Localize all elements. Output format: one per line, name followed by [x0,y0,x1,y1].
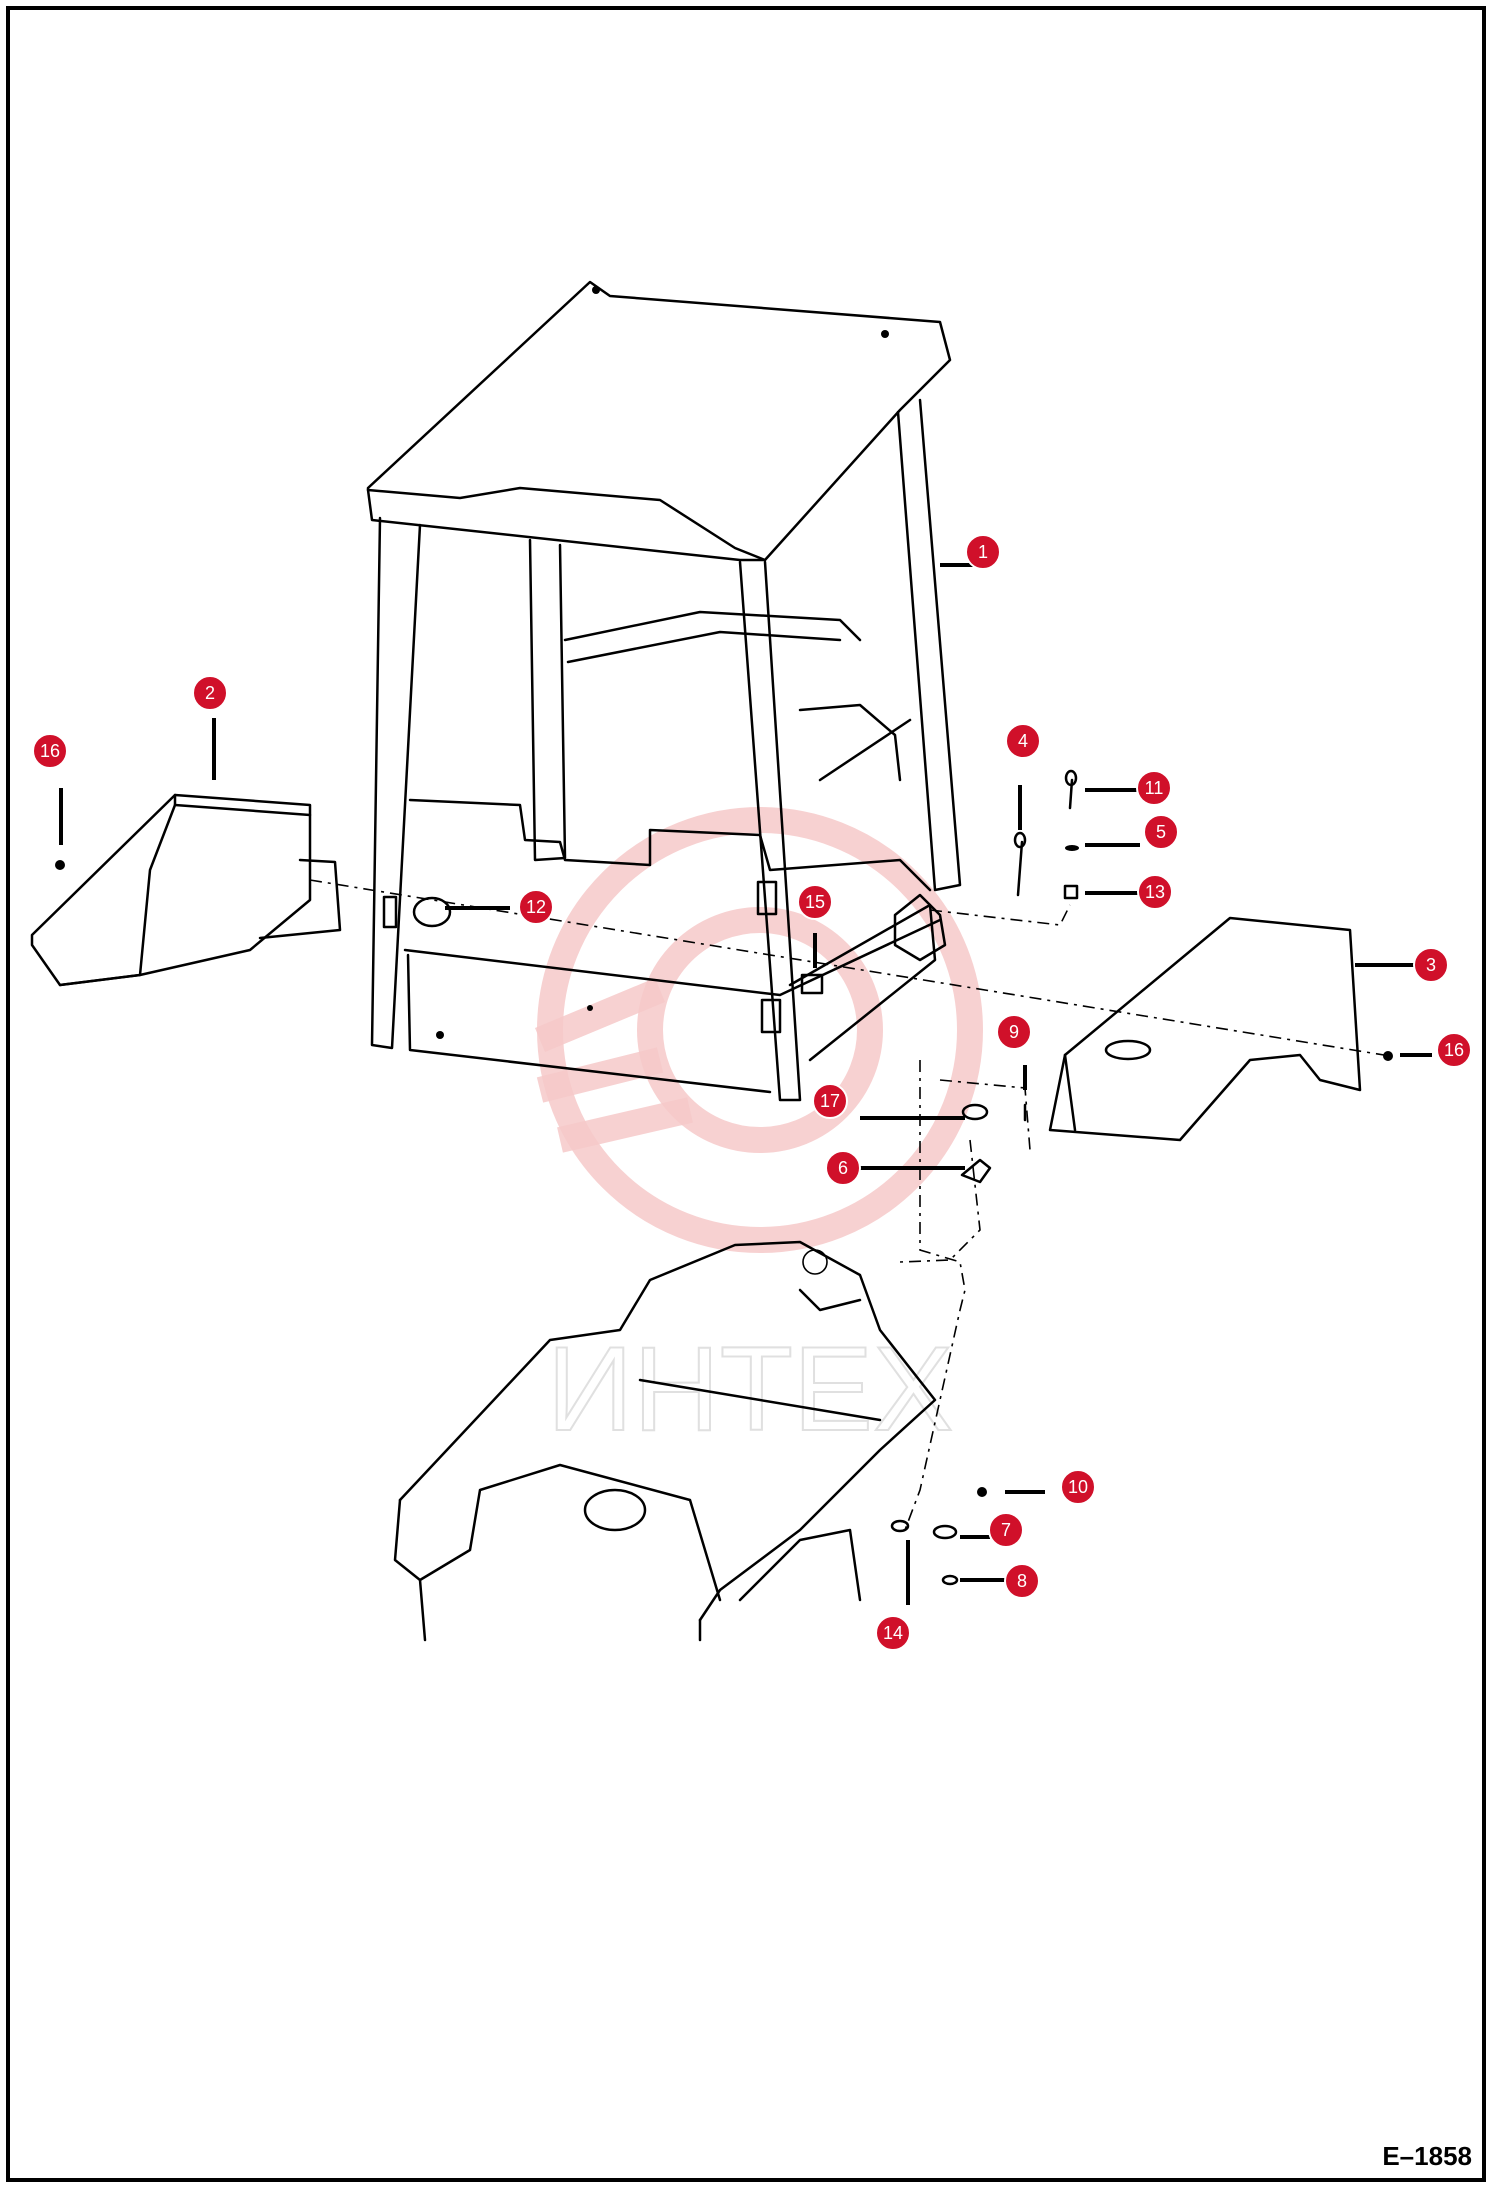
cab-frame-drawing [366,280,962,1102]
svg-text:4: 4 [1018,731,1028,751]
svg-text:7: 7 [1001,1520,1011,1540]
svg-text:8: 8 [1017,1571,1027,1591]
svg-text:3: 3 [1426,955,1436,975]
callout-16-right[interactable]: 16 [1436,1032,1472,1068]
svg-text:9: 9 [1009,1022,1019,1042]
svg-text:6: 6 [838,1158,848,1178]
right-fender-drawing [1048,916,1362,1142]
figure-id-label: E–1858 [1382,2141,1472,2171]
callout-17[interactable]: 17 [812,1083,848,1119]
svg-text:11: 11 [1145,778,1164,798]
hardware-drawing [55,769,1393,1586]
callout-11[interactable]: 11 [1136,770,1172,806]
callouts: 1 2 3 4 5 6 7 8 9 10 11 12 13 14 15 16 1… [32,534,1472,1651]
callout-2[interactable]: 2 [192,675,228,711]
svg-text:14: 14 [883,1623,903,1643]
callout-leader-lines [59,563,1432,1605]
callout-13[interactable]: 13 [1137,874,1173,910]
svg-text:2: 2 [205,683,215,703]
callout-14[interactable]: 14 [875,1615,911,1651]
svg-text:10: 10 [1068,1477,1088,1497]
callout-9[interactable]: 9 [996,1014,1032,1050]
callout-6[interactable]: 6 [825,1150,861,1186]
callout-7[interactable]: 7 [988,1512,1024,1548]
callout-3[interactable]: 3 [1413,947,1449,983]
svg-text:5: 5 [1156,822,1166,842]
svg-text:17: 17 [820,1091,840,1111]
svg-text:15: 15 [805,892,825,912]
svg-text:1: 1 [978,542,988,562]
svg-text:16: 16 [1444,1040,1464,1060]
callout-16-left[interactable]: 16 [32,733,68,769]
svg-text:13: 13 [1145,882,1165,902]
callout-1[interactable]: 1 [965,534,1001,570]
watermark-text: ИНТЕХ [547,1322,953,1456]
callout-4[interactable]: 4 [1005,723,1041,759]
svg-text:16: 16 [40,741,60,761]
callout-12[interactable]: 12 [518,889,554,925]
left-fender-drawing [30,793,342,987]
callout-8[interactable]: 8 [1004,1563,1040,1599]
svg-text:12: 12 [526,897,546,917]
callout-15[interactable]: 15 [797,884,833,920]
page-border [6,6,1486,2182]
callout-10[interactable]: 10 [1060,1469,1096,1505]
callout-5[interactable]: 5 [1143,814,1179,850]
chassis-frame-drawing [393,1240,937,1642]
